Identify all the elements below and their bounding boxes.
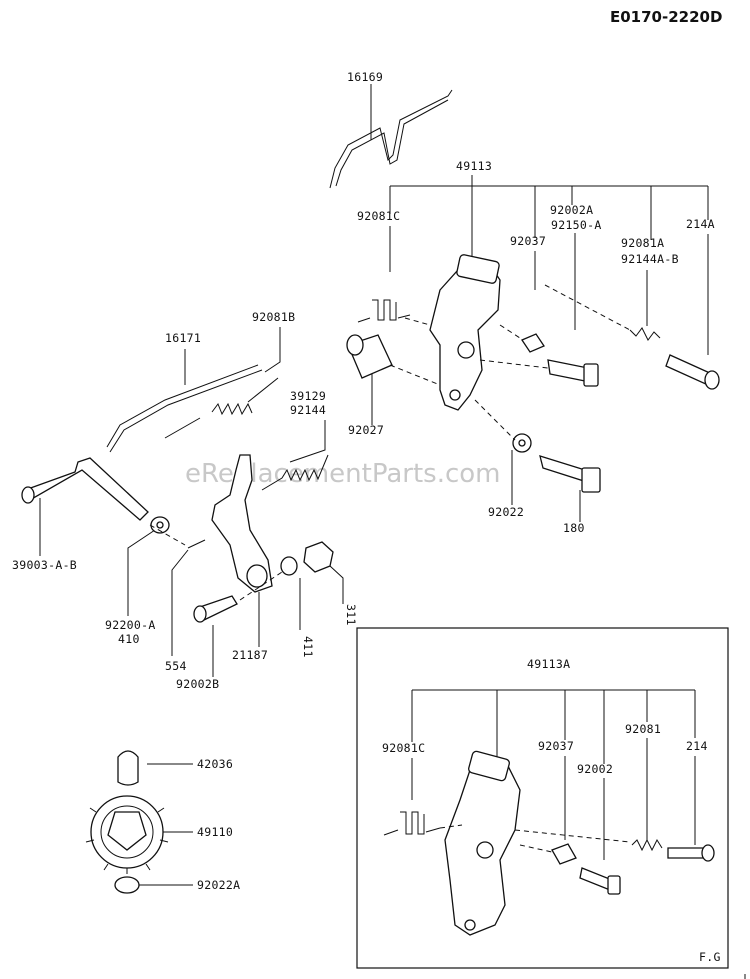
bracket-pivot: [457, 341, 475, 359]
bracket-top: [456, 254, 500, 284]
label-411[interactable]: 411: [301, 636, 315, 658]
label-214A[interactable]: 214A: [686, 217, 715, 231]
shaft-end: [21, 486, 35, 504]
label-16169[interactable]: 16169: [347, 70, 383, 84]
label-92002A[interactable]: 92002A: [550, 203, 593, 217]
label-92081C[interactable]: 92081C: [357, 209, 400, 223]
lever-21187: [211, 454, 273, 593]
washer-411: [280, 556, 298, 576]
inset-label-92037[interactable]: 92037: [538, 739, 574, 753]
washer-hole: [156, 521, 164, 529]
bolt-180: [539, 455, 588, 483]
label-92144[interactable]: 92144: [290, 403, 326, 417]
spring-92081B: [164, 377, 279, 439]
inset-label-92081[interactable]: 92081: [625, 722, 661, 736]
inset-screw-head: [701, 844, 715, 862]
bracket-49113: [429, 261, 501, 411]
nut-311: [303, 541, 334, 573]
pin-554: [187, 539, 206, 549]
inset-spring-92081C: [383, 811, 441, 836]
label-92150-A[interactable]: 92150-A: [551, 218, 602, 232]
inset-leader-lines: [411, 689, 696, 860]
assembly-dashes: [149, 284, 631, 601]
label-180[interactable]: 180: [563, 521, 585, 535]
lever-hub: [246, 564, 268, 588]
bolt-92002A-head: [583, 363, 599, 387]
inset-label-49113A[interactable]: 49113A: [527, 657, 570, 671]
label-21187[interactable]: 21187: [232, 648, 268, 662]
wire-16171-b: [109, 369, 263, 453]
wire-16169-b: [335, 99, 449, 187]
inset-label-92081C[interactable]: 92081C: [382, 741, 425, 755]
label-311[interactable]: 311: [344, 604, 358, 626]
washer-92022A: [114, 876, 140, 894]
screw-214A-head: [704, 370, 720, 390]
wire-16169: [329, 89, 453, 189]
gear-49110: [85, 795, 169, 874]
inset-assembly-dashes: [439, 824, 631, 853]
bracket-hole: [449, 389, 461, 401]
inset-bracket-hole: [464, 919, 476, 931]
inset-box: [356, 627, 729, 969]
label-92037[interactable]: 92037: [510, 234, 546, 248]
leader-lines: [39, 84, 709, 886]
label-49113[interactable]: 49113: [456, 159, 492, 173]
inset-bolt-92002: [579, 867, 613, 891]
label-92081A[interactable]: 92081A: [621, 236, 664, 250]
spring-92081C: [357, 299, 411, 323]
label-410[interactable]: 410: [118, 632, 140, 646]
bolt-180-head: [581, 467, 601, 493]
spring-92081A: [629, 327, 661, 341]
inset-label-92002[interactable]: 92002: [577, 762, 613, 776]
label-92022A[interactable]: 92022A: [197, 878, 240, 892]
inset-spring-92081: [631, 838, 663, 852]
label-39129[interactable]: 39129: [290, 389, 326, 403]
diagram-code: E0170-2220D: [610, 8, 722, 26]
label-42036[interactable]: 42036: [197, 757, 233, 771]
washer-92022-hole: [518, 439, 526, 447]
label-39003-A-B[interactable]: 39003-A-B: [12, 558, 77, 572]
spring-92144: [261, 454, 329, 491]
cap-42036: [117, 750, 139, 786]
inset-tag: F.G: [699, 950, 721, 964]
label-92002B[interactable]: 92002B: [176, 677, 219, 691]
label-92144A-B[interactable]: 92144A-B: [621, 252, 679, 266]
label-554[interactable]: 554: [165, 659, 187, 673]
inset-bracket-top: [468, 750, 510, 782]
collar-end: [346, 334, 364, 356]
inset-bracket-pivot: [476, 841, 494, 859]
shaft-39003: [24, 457, 149, 521]
clip-92037: [521, 333, 545, 353]
label-92027[interactable]: 92027: [348, 423, 384, 437]
inset-label-214[interactable]: 214: [686, 739, 708, 753]
inset-bolt-head: [607, 875, 621, 895]
label-16171[interactable]: 16171: [165, 331, 201, 345]
label-92200-A[interactable]: 92200-A: [105, 618, 156, 632]
inset-screw-214: [667, 847, 707, 859]
wire-16171: [106, 364, 259, 448]
inset-clip-92037: [551, 843, 577, 865]
label-92022[interactable]: 92022: [488, 505, 524, 519]
label-49110[interactable]: 49110: [197, 825, 233, 839]
label-92081B[interactable]: 92081B: [252, 310, 295, 324]
bolt-head: [193, 605, 207, 623]
